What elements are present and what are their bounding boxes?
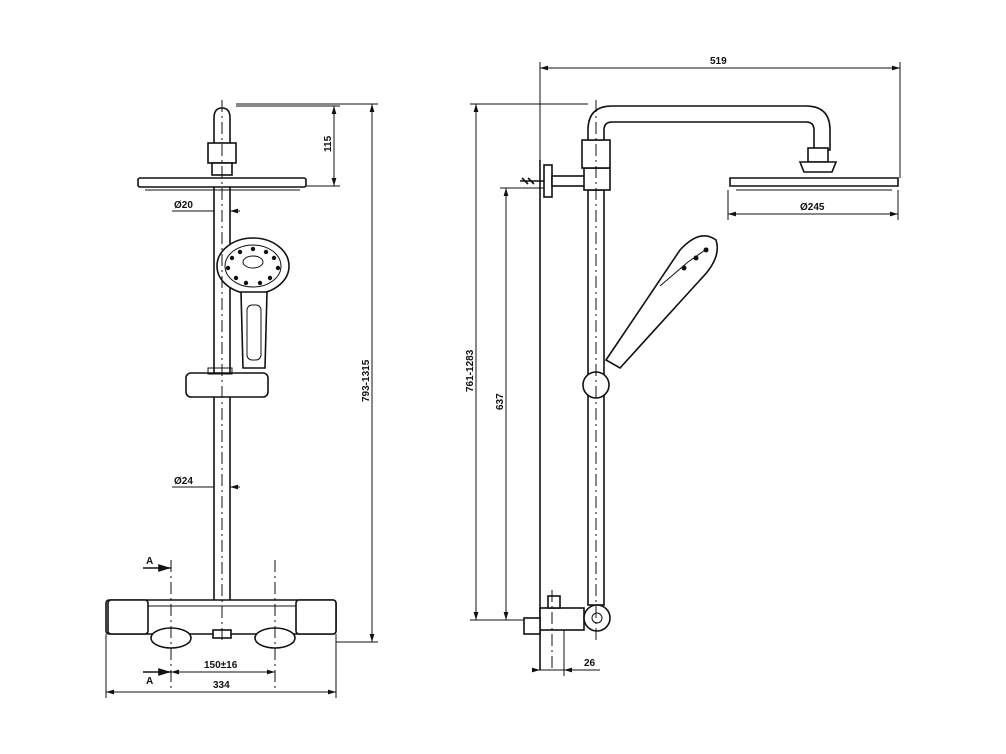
side-hand-shower (604, 234, 719, 370)
section-mark-top: A (146, 556, 153, 567)
side-head-plate (729, 177, 899, 187)
front-view: A A 115 793-1315 Ø20 Ø24 150±16 334 (105, 100, 378, 698)
dim-head-height: 115 (323, 135, 334, 152)
dim-pipe-dia-top: Ø20 (174, 200, 193, 211)
side-mixer (523, 595, 611, 635)
wall-bracket (543, 164, 553, 198)
slider-bracket (185, 372, 269, 398)
dim-arm-reach: 519 (710, 56, 727, 67)
riser-coupling (583, 167, 611, 191)
dim-mixer-width: 334 (213, 680, 230, 691)
dim-total-height: 793-1315 (361, 359, 372, 402)
shower-arm (587, 105, 831, 151)
dim-pipe-dia-riser: Ø24 (174, 476, 193, 487)
section-mark-bottom: A (146, 676, 153, 687)
arm-nut (807, 147, 829, 163)
dim-head-dia: Ø245 (800, 202, 825, 213)
dim-inlet-spacing: 150±16 (204, 660, 238, 671)
dim-overall-height: 761-1283 (465, 349, 476, 392)
dim-bracket-height: 637 (495, 393, 506, 410)
thermostatic-mixer (105, 599, 337, 649)
side-view: 519 Ø245 761-1283 637 26 (465, 56, 901, 676)
dim-wall-offset: 26 (584, 658, 596, 669)
hand-shower (216, 237, 290, 369)
